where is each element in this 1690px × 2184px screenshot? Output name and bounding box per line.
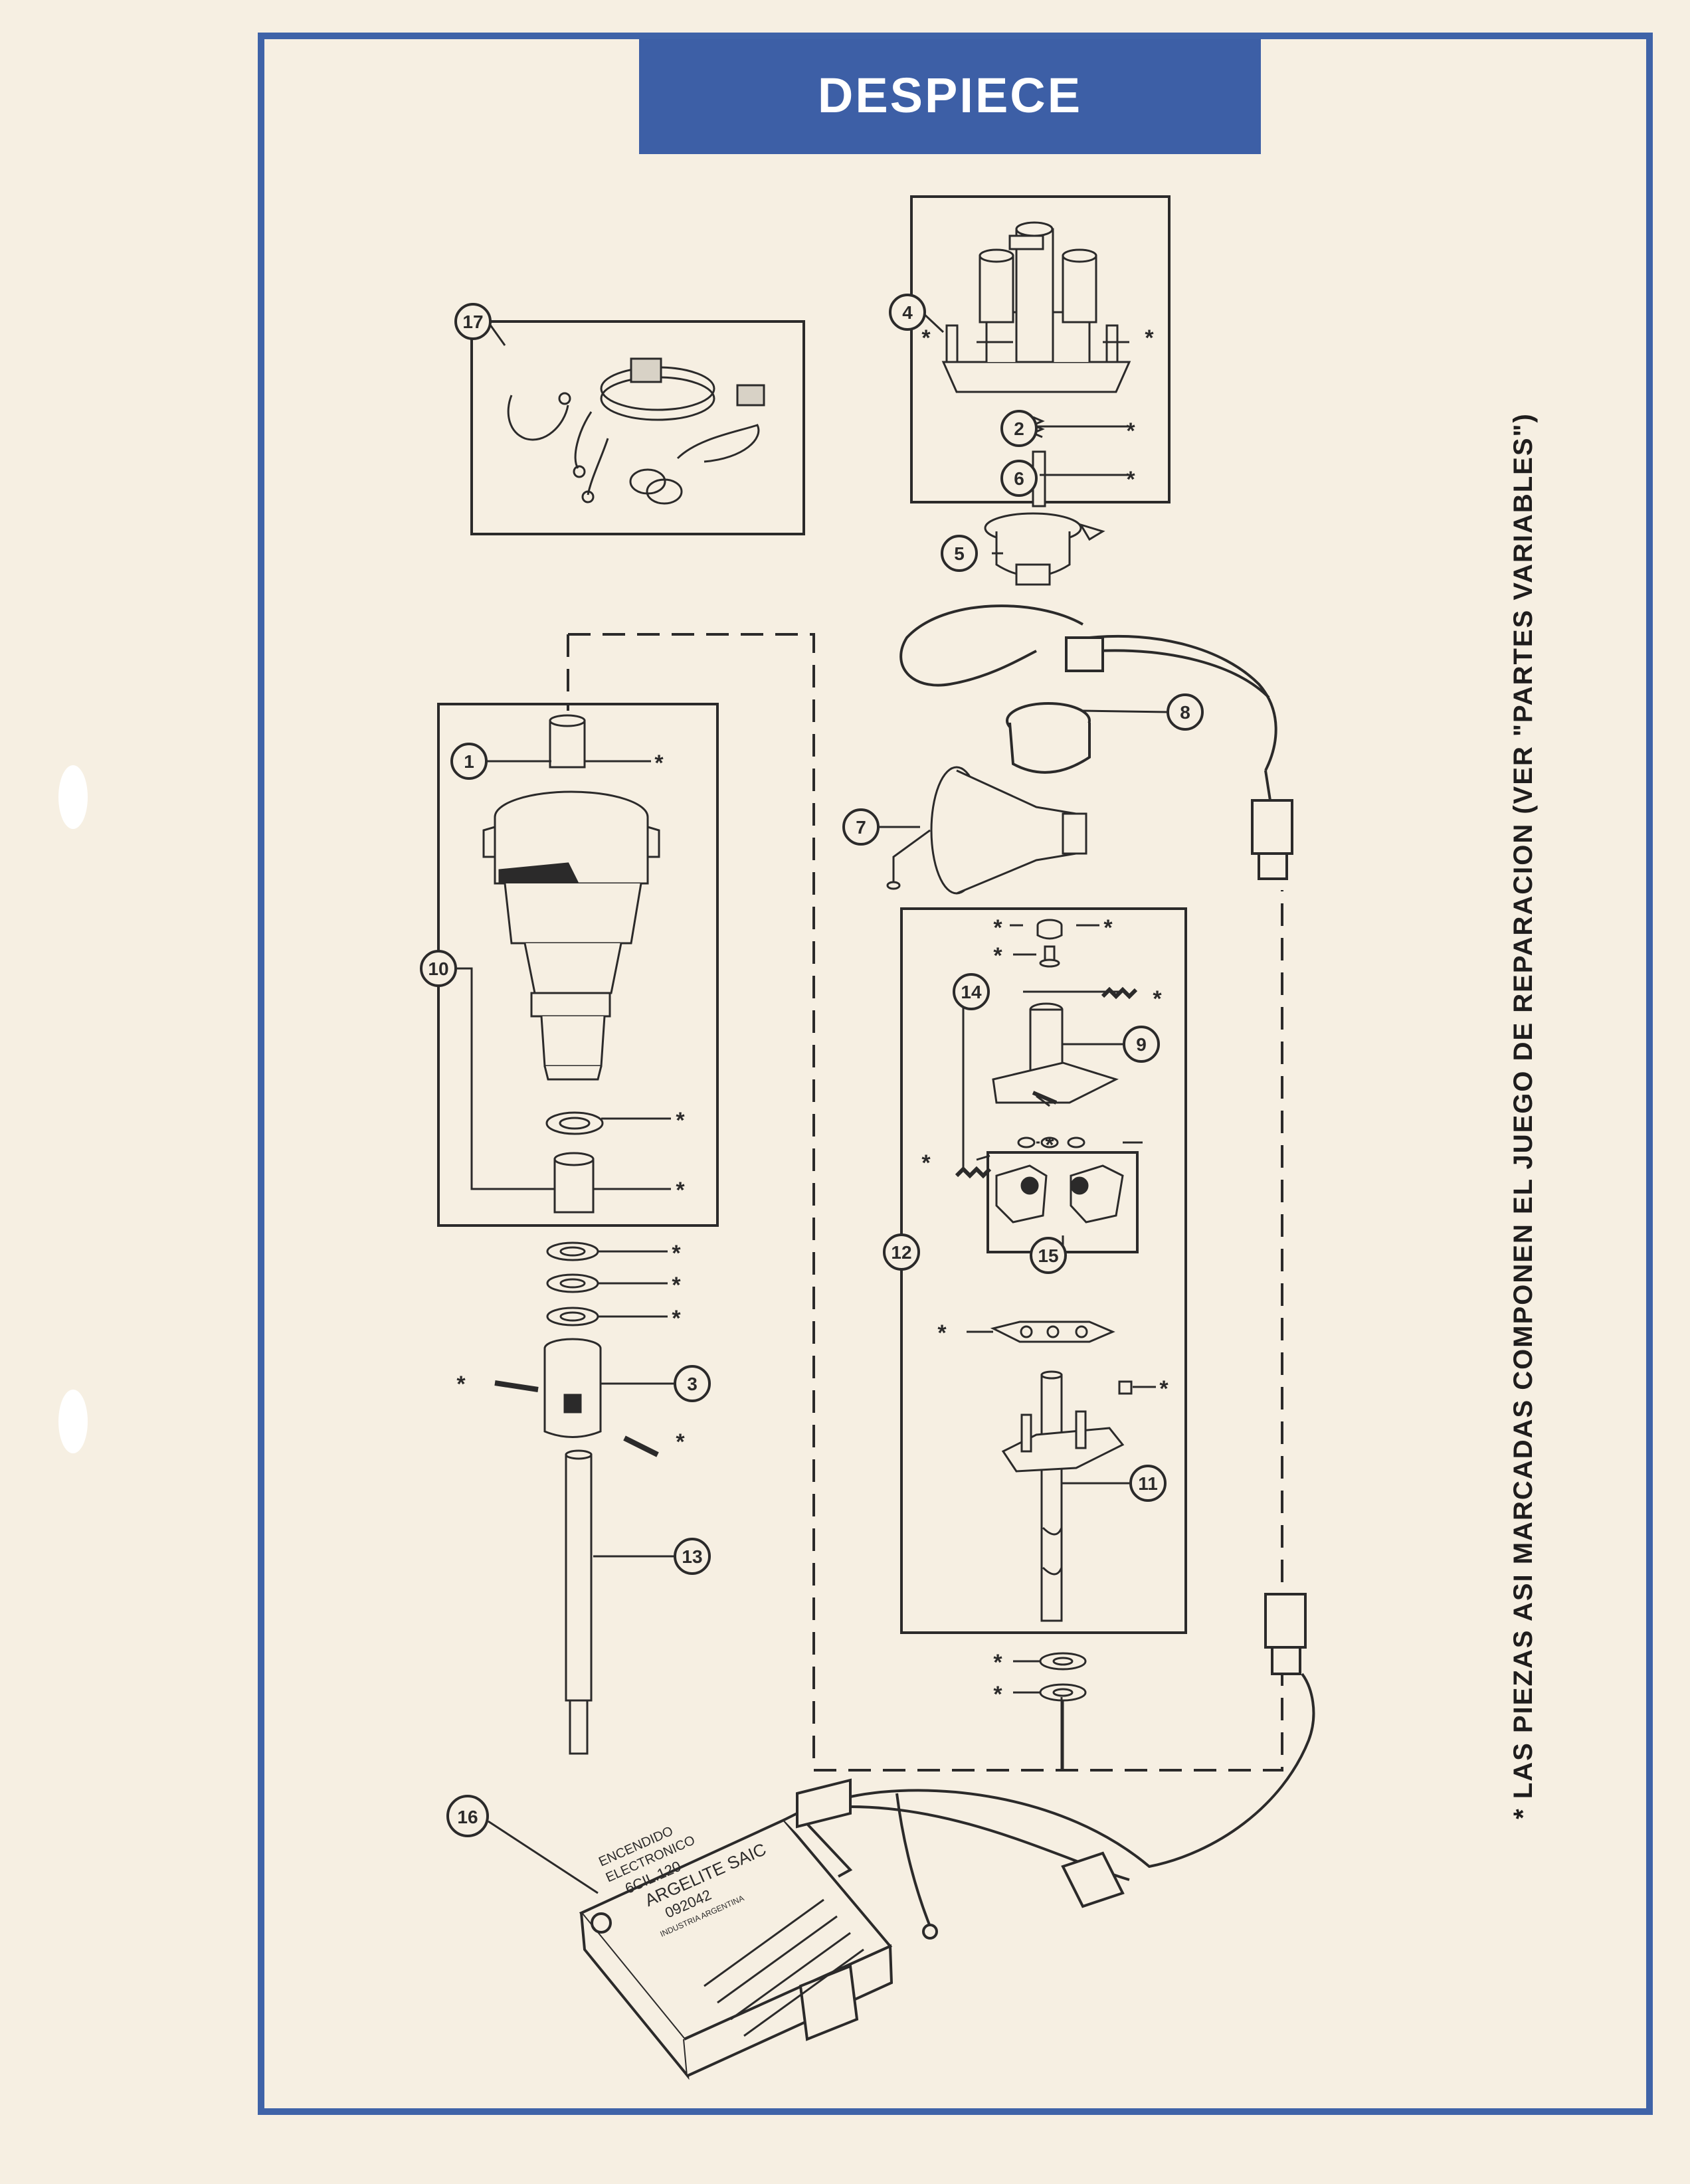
callout-4: 4 [902, 302, 913, 323]
asterisk-marker: * [672, 1273, 681, 1298]
callout-circle-6 [1000, 460, 1038, 497]
title-bar: DESPIECE [639, 36, 1261, 154]
callout-9: 9 [1136, 1034, 1147, 1055]
callout-circle-7 [842, 808, 880, 846]
asterisk-marker: * [921, 325, 931, 351]
callout-circle-3 [674, 1365, 711, 1402]
part-8-pickup-assembly [899, 604, 1293, 880]
callout-1: 1 [464, 751, 474, 772]
part-3-coupling [494, 1338, 659, 1457]
callout-8: 8 [1180, 702, 1190, 723]
callout-12: 12 [891, 1242, 911, 1263]
callout-16: 16 [457, 1807, 478, 1827]
page-title: DESPIECE [817, 67, 1083, 123]
asterisk-marker: * [676, 1429, 685, 1455]
callout-circle-9 [1123, 1026, 1160, 1063]
asterisk-marker: * [993, 915, 1002, 941]
asterisk-marker: * [1159, 1376, 1169, 1402]
part-10-distributor-housing [482, 714, 660, 1326]
asterisk-marker: * [1126, 467, 1135, 492]
binder-hole-bottom [58, 1390, 88, 1453]
callout-circle-14 [953, 973, 990, 1010]
callout-circle-13 [674, 1538, 711, 1575]
callout-circle-10 [420, 950, 457, 987]
asterisk-marker: * [676, 1178, 685, 1203]
asterisk-marker: * [654, 751, 664, 776]
callout-circle-11 [1129, 1465, 1167, 1502]
asterisk-marker: * [993, 943, 1002, 968]
callout-13: 13 [682, 1546, 702, 1567]
asterisk-marker: * [937, 1320, 947, 1346]
asterisk-marker: * [672, 1241, 681, 1266]
page-frame [258, 33, 1653, 2115]
part-7-vacuum-advance [886, 766, 1087, 895]
binder-hole-top [58, 765, 88, 829]
callout-circle-4 [889, 294, 926, 331]
asterisk-marker: * [456, 1372, 466, 1397]
callout-15: 15 [1038, 1245, 1058, 1266]
part-16-ignition-module [579, 1593, 1315, 2080]
callout-circle-17 [454, 303, 492, 340]
callout-14: 14 [961, 982, 982, 1002]
callout-circle-1 [450, 743, 488, 780]
part-13-drive-shaft [565, 1449, 593, 1755]
callout-circle-16 [446, 1795, 489, 1837]
callout-circle-2 [1000, 410, 1038, 447]
assembly-dash-outline [568, 633, 1283, 1772]
asterisk-marker: * [1103, 915, 1113, 941]
asterisk-marker: * [993, 1650, 1002, 1675]
repair-kit-note: * LAS PIEZAS ASI MARCADAS COMPONEN EL JU… [1508, 412, 1538, 1819]
callout-10: 10 [428, 958, 448, 979]
group-box-17 [470, 320, 805, 535]
callout-3: 3 [687, 1374, 698, 1394]
callout-6: 6 [1014, 468, 1024, 489]
asterisk-marker: * [1126, 418, 1135, 444]
callout-2: 2 [1014, 418, 1024, 439]
part-4-distributor-cap [941, 221, 1131, 507]
callout-circle-12 [883, 1233, 920, 1271]
asterisk-marker: * [1145, 325, 1154, 351]
asterisk-marker: * [672, 1306, 681, 1331]
part-5-rotor [984, 512, 1105, 586]
part-17-harness-kit [507, 357, 765, 505]
asterisk-marker: * [993, 1682, 1002, 1707]
callout-17: 17 [462, 312, 483, 332]
callout-circle-8 [1167, 693, 1204, 731]
callout-7: 7 [856, 817, 866, 838]
asterisk-marker: * [1045, 1133, 1054, 1158]
asterisk-marker: * [1153, 986, 1162, 1012]
callout-circle-15 [1030, 1237, 1067, 1274]
asterisk-marker: * [921, 1150, 931, 1176]
part-12-advance-mechanism [955, 919, 1138, 1702]
callout-circle-5 [941, 535, 978, 572]
callout-11: 11 [1138, 1473, 1158, 1494]
callout-5: 5 [954, 543, 965, 564]
asterisk-marker: * [676, 1108, 685, 1133]
